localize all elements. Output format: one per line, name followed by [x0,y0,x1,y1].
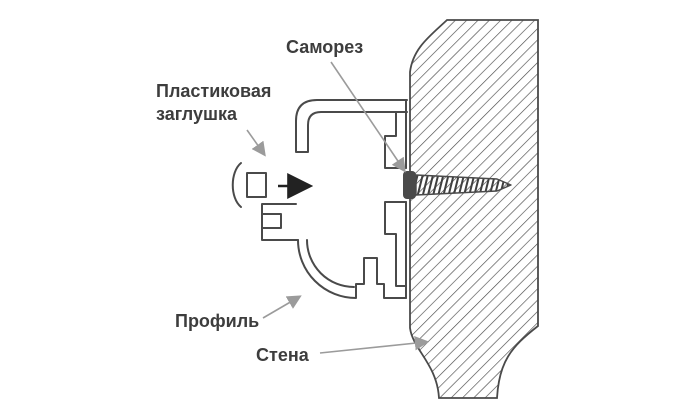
wall-pointer-arrow [319,335,430,354]
plug-label-line2: заглушка [156,104,238,124]
profile-left-clip [261,203,299,241]
plug-label-line1: Пластиковая [156,81,271,101]
plastic-plug [231,162,267,208]
plug-pointer-arrow [246,129,266,157]
screw-head [403,171,416,199]
profile-clip-bottom [384,201,407,287]
profile-cross-section [261,99,408,299]
profile-left-clip-notch [261,213,282,229]
screw-pointer-arrow [330,61,406,173]
plug-cap-arc [231,162,242,208]
profile-bottom-slot [297,239,407,299]
profile-label: Профиль [175,311,259,331]
wall-label: Стена [256,345,310,365]
screw-label: Саморез [286,37,363,57]
wall-hatch [409,19,539,399]
profile-inner-arc [306,239,355,288]
profile-outline [295,99,408,153]
profile-pointer-arrow [262,295,302,319]
profile-clip-top [384,111,407,169]
screw [403,171,512,199]
plug-body [246,172,267,198]
